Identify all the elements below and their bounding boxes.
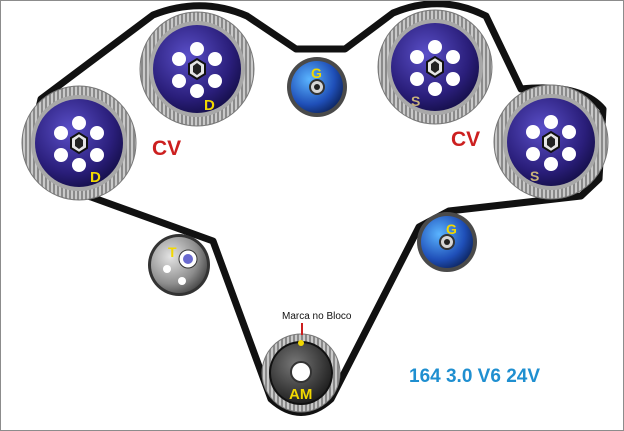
cv-left-label: CV bbox=[152, 137, 181, 160]
block-mark-label: Marca no Bloco bbox=[282, 311, 352, 322]
cam-pulley-left-upper bbox=[139, 11, 255, 127]
cam-left-lower-label: D bbox=[90, 169, 101, 186]
crank-timing-dot bbox=[298, 340, 304, 346]
cv-right-label: CV bbox=[451, 128, 480, 151]
idler-pulley-right bbox=[417, 212, 477, 272]
crank-label: AM bbox=[289, 386, 312, 403]
crank-pulley bbox=[261, 333, 341, 413]
tensioner-label: T bbox=[168, 244, 177, 260]
idler-right-label: G bbox=[446, 221, 457, 237]
idler-pulley-top bbox=[287, 57, 347, 117]
cam-left-upper-label: D bbox=[204, 97, 215, 114]
cam-pulley-left-lower bbox=[21, 85, 137, 201]
cam-pulley-right-upper bbox=[377, 9, 493, 125]
cam-pulley-right-lower bbox=[493, 84, 609, 200]
engine-model-label: 164 3.0 V6 24V bbox=[409, 366, 540, 387]
cam-right-upper-label: S bbox=[411, 93, 420, 109]
idler-top-label: G bbox=[311, 65, 322, 81]
cam-right-lower-label: S bbox=[530, 168, 539, 184]
tensioner-pulley bbox=[148, 234, 210, 296]
